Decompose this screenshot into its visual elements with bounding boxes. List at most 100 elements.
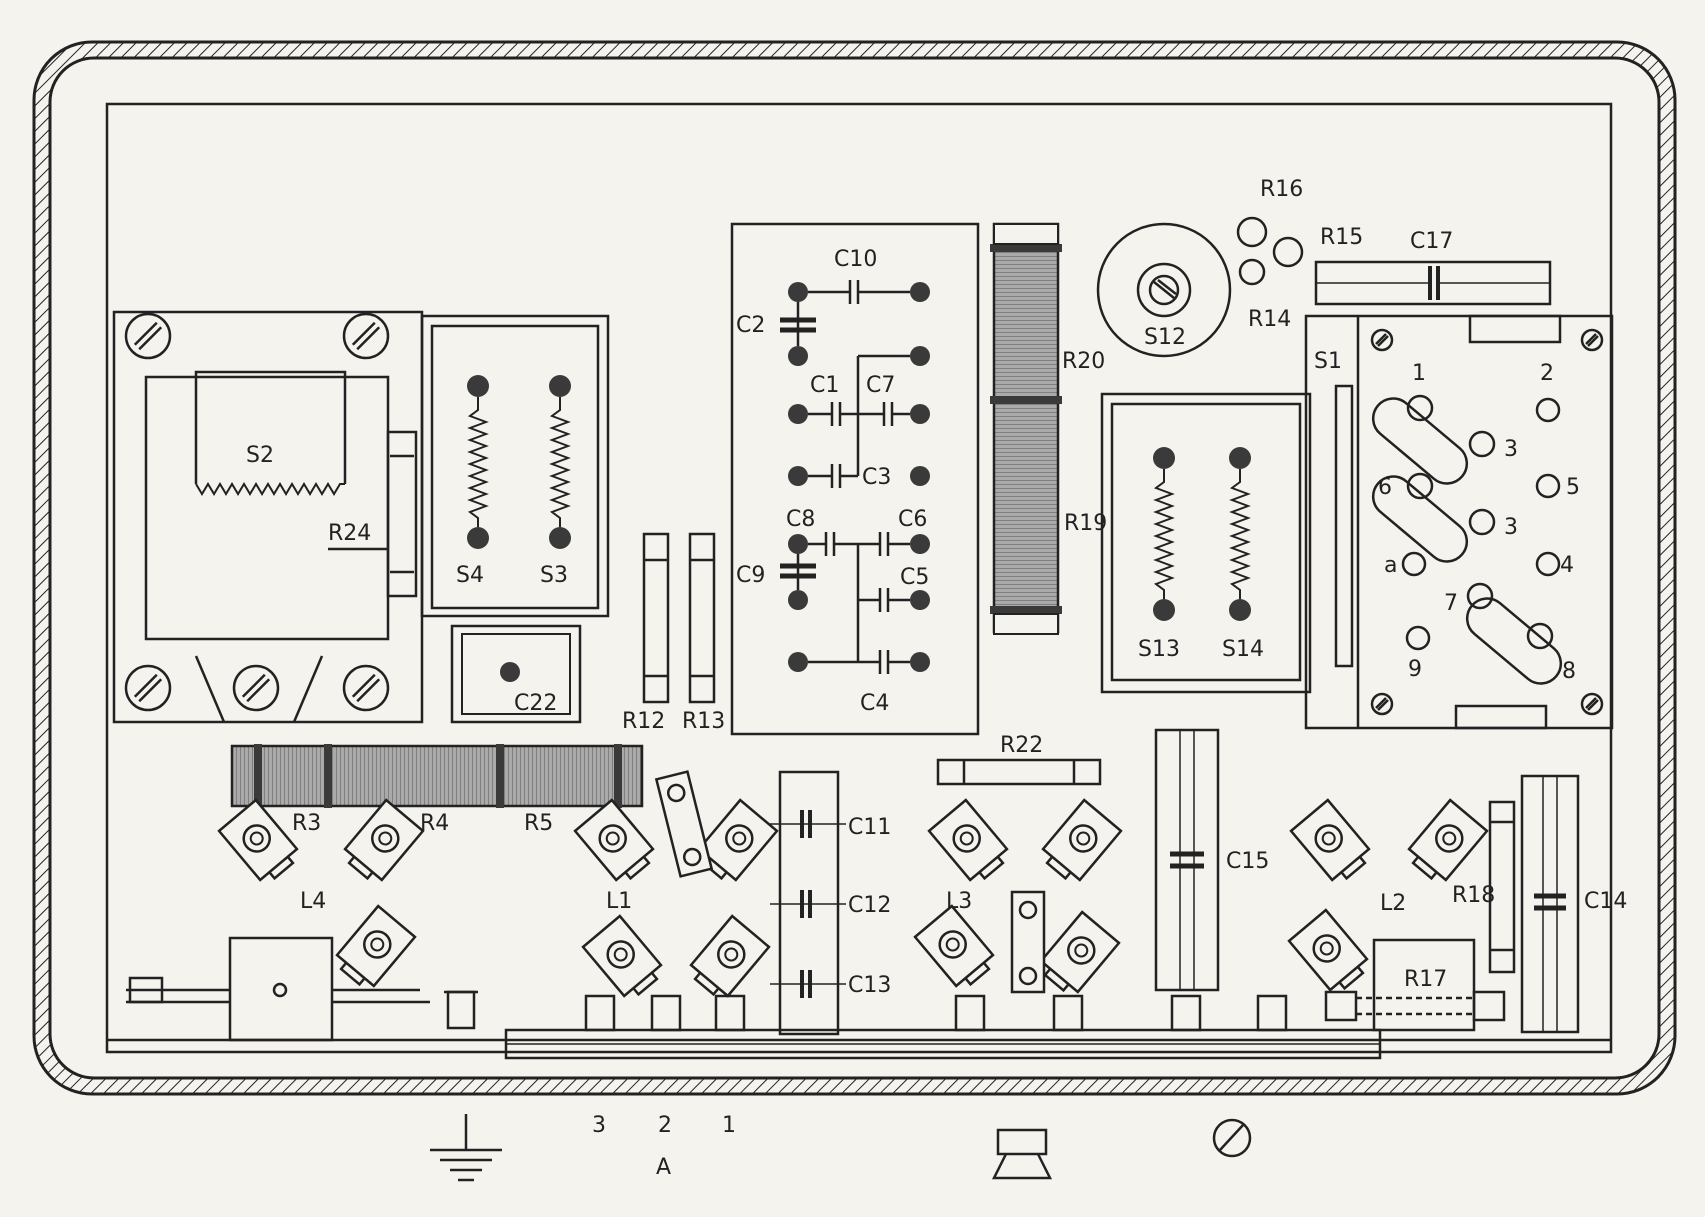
transformer-s2 [112, 310, 424, 724]
screw-icon [124, 664, 172, 712]
label-c13: C13 [848, 973, 891, 998]
coil-socket [573, 798, 655, 882]
label-r18: R18 [1452, 883, 1495, 908]
label-c5: C5 [900, 565, 929, 590]
label-r14: R14 [1248, 307, 1291, 332]
label-c4: C4 [860, 691, 889, 716]
coil-socket [581, 914, 663, 998]
control-l4 [126, 936, 478, 1042]
coil-socket [927, 798, 1009, 882]
label-c11: C11 [848, 815, 891, 840]
screw-icon [232, 664, 280, 712]
coil-s2 [195, 482, 345, 496]
capacitor-board [730, 222, 980, 736]
label-l2: L2 [1380, 891, 1406, 916]
coil-socket [217, 798, 299, 882]
label-c10: C10 [834, 247, 877, 272]
switch-pos-3b: 3 [1504, 515, 1518, 540]
label-r20: R20 [1062, 349, 1105, 374]
screw-icon [342, 664, 390, 712]
coil-socket [1287, 908, 1369, 992]
label-s2: S2 [246, 443, 274, 468]
terminal-label-a: A [656, 1155, 671, 1180]
label-c15: C15 [1226, 849, 1269, 874]
switch-pos-5: 5 [1566, 475, 1580, 500]
label-c8: C8 [786, 507, 815, 532]
terminal-label-1: 1 [722, 1113, 736, 1138]
resistor-r14 [1238, 258, 1266, 286]
label-r4: R4 [420, 811, 449, 836]
coil-socket [1041, 798, 1123, 882]
coil-socket [1289, 798, 1371, 882]
meter-icon [1212, 1118, 1252, 1158]
terminal-label-2: 2 [658, 1113, 672, 1138]
label-s14: S14 [1222, 637, 1264, 662]
label-l4: L4 [300, 889, 326, 914]
screw-icon [1370, 328, 1394, 352]
switch-pos-9: 9 [1408, 657, 1422, 682]
variable-inductors [654, 770, 1046, 994]
switch-pos-7: 7 [1444, 591, 1458, 616]
screw-icon [1580, 692, 1604, 716]
label-c7: C7 [866, 373, 895, 398]
label-r16: R16 [1260, 177, 1303, 202]
potentiometer-s12 [1096, 222, 1232, 358]
label-r12: R12 [622, 709, 665, 734]
capacitor-c15 [1154, 728, 1220, 992]
resistor-r13 [688, 532, 716, 704]
resistor-r16 [1236, 216, 1268, 248]
label-c12: C12 [848, 893, 891, 918]
coil-s3 [549, 375, 571, 549]
label-r15: R15 [1320, 225, 1363, 250]
coil-socket [1407, 798, 1489, 882]
cabinet-frame [32, 40, 1677, 1096]
label-r19: R19 [1064, 511, 1107, 536]
capacitor-c22 [450, 624, 582, 724]
label-c9: C9 [736, 563, 765, 588]
switch-pos-4: 4 [1560, 553, 1574, 578]
screw-icon [1370, 692, 1394, 716]
resistor-r12 [642, 532, 670, 704]
coil-s14 [1229, 447, 1251, 621]
label-c3: C3 [862, 465, 891, 490]
label-r24: R24 [328, 521, 371, 546]
label-c6: C6 [898, 507, 927, 532]
switch-pos-a: a [1384, 553, 1397, 578]
resistor-r22 [936, 758, 1102, 786]
resistor-r18 [1488, 800, 1516, 974]
label-s3: S3 [540, 563, 568, 588]
bottom-rail [107, 994, 1611, 1060]
coil-socket [1039, 910, 1121, 994]
coil-socket [689, 914, 771, 998]
label-l1: L1 [606, 889, 632, 914]
label-c2: C2 [736, 313, 765, 338]
coil-socket [697, 798, 779, 882]
tube-sockets [217, 798, 1489, 998]
coil-s4 [467, 375, 489, 549]
label-c17: C17 [1410, 229, 1453, 254]
label-r17: R17 [1404, 967, 1447, 992]
speaker-icon [991, 1128, 1053, 1180]
label-l3: L3 [946, 889, 972, 914]
capacitor-column [770, 770, 846, 1036]
resistor-r15 [1272, 236, 1304, 268]
label-s1: S1 [1314, 349, 1342, 374]
label-c14: C14 [1584, 889, 1627, 914]
label-c1: C1 [810, 373, 839, 398]
switch-pos-1: 1 [1412, 361, 1426, 386]
label-r5: R5 [524, 811, 553, 836]
coil-socket [335, 904, 417, 988]
coil-socket [343, 798, 425, 882]
screw-icon [342, 312, 390, 360]
label-r3: R3 [292, 811, 321, 836]
ground-icon [430, 1114, 502, 1182]
coil-s13 [1153, 447, 1175, 621]
label-s4: S4 [456, 563, 484, 588]
switch-contacts [1371, 394, 1563, 685]
label-r13: R13 [682, 709, 725, 734]
coil-box-s4-s3 [420, 314, 610, 618]
label-r22: R22 [1000, 733, 1043, 758]
label-s12: S12 [1144, 325, 1186, 350]
